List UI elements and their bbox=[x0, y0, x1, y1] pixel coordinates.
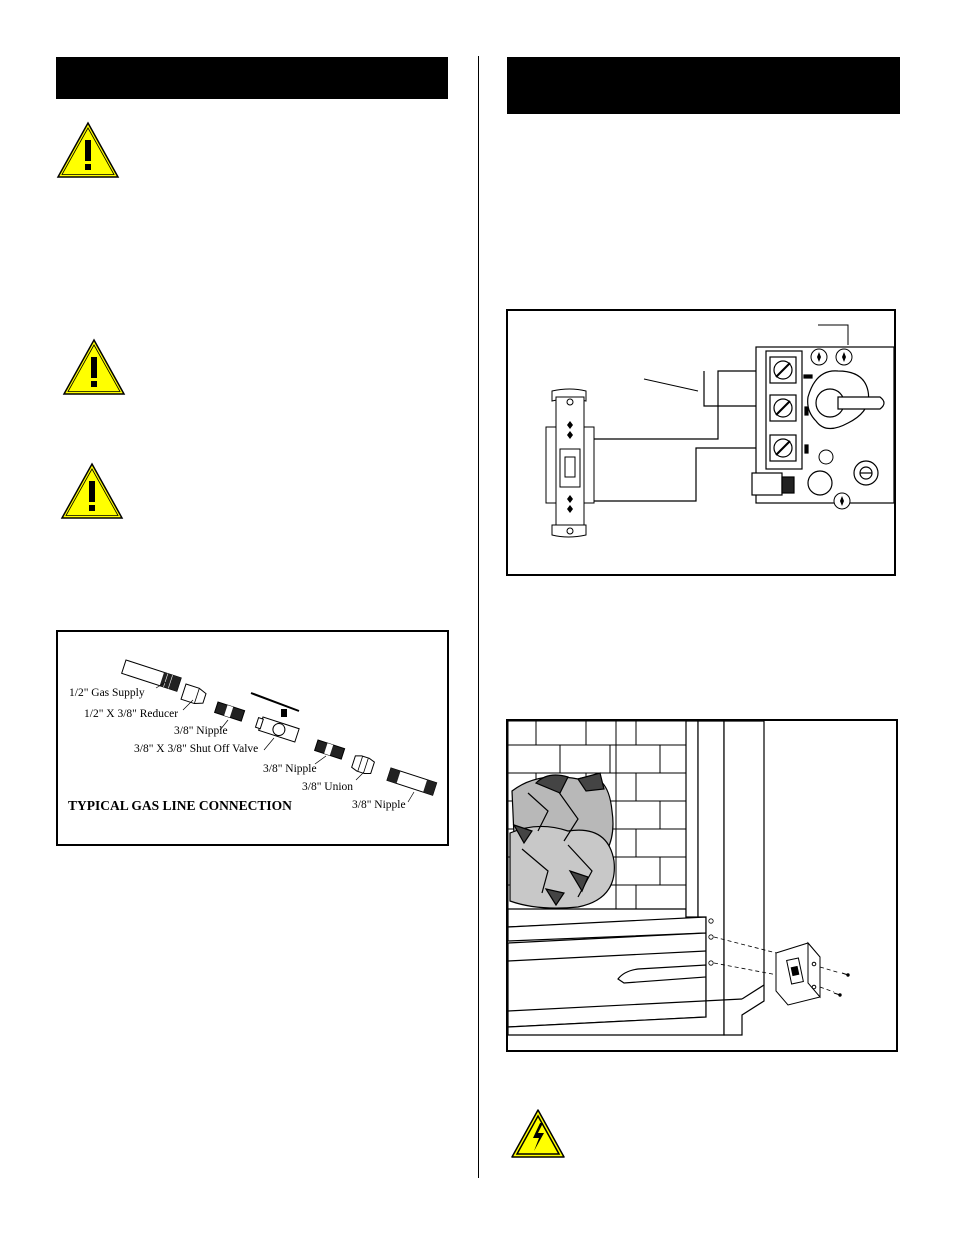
reducer-label: 1/2" X 3/8" Reducer bbox=[84, 708, 179, 720]
union-label: 3/8" Union bbox=[302, 781, 354, 793]
union-fitting bbox=[351, 755, 375, 775]
shutoff-valve bbox=[250, 692, 300, 743]
right-section-header-bar bbox=[507, 57, 900, 114]
gas-supply-pipe bbox=[121, 659, 182, 692]
wall-switch bbox=[545, 388, 595, 538]
fireplace-illustration bbox=[508, 721, 850, 1036]
warning-triangle-icon bbox=[62, 338, 126, 395]
screw-icon bbox=[566, 398, 574, 406]
warning-triangle-icon bbox=[56, 121, 120, 178]
shutoff-valve-label: 3/8" X 3/8" Shut Off Valve bbox=[134, 743, 259, 755]
nipple-label: 3/8" Nipple bbox=[174, 725, 228, 737]
fireplace-switch-figure bbox=[506, 719, 898, 1052]
column-divider bbox=[478, 56, 479, 1178]
gas-line-figure: 1/2" Gas Supply 1/2" X 3/8" Reducer 3/8"… bbox=[56, 630, 449, 846]
nipple-fitting bbox=[386, 767, 438, 796]
gas-supply-label: 1/2" Gas Supply bbox=[69, 687, 145, 699]
nipple-fitting bbox=[313, 739, 346, 760]
switch-mounting-plate bbox=[775, 941, 821, 1006]
wiring-diagram bbox=[545, 324, 894, 538]
electrical-hazard-icon bbox=[511, 1109, 565, 1158]
nipple-fitting bbox=[213, 701, 246, 722]
screw-icon bbox=[833, 972, 850, 997]
gas-logs bbox=[509, 772, 615, 909]
figure-caption: TYPICAL GAS LINE CONNECTION bbox=[68, 798, 292, 813]
fireplace-surround bbox=[508, 721, 765, 1036]
screw-icon bbox=[566, 527, 574, 535]
reducer-fitting bbox=[180, 683, 207, 705]
switch-wiring-figure bbox=[506, 309, 896, 576]
mounting-holes bbox=[708, 918, 714, 966]
gas-line-parts-illustration bbox=[121, 659, 438, 803]
nipple-label: 3/8" Nipple bbox=[352, 799, 406, 811]
gas-valve bbox=[751, 346, 894, 504]
left-section-header-bar bbox=[56, 57, 448, 99]
warning-triangle-icon bbox=[60, 462, 124, 519]
nipple-label: 3/8" Nipple bbox=[263, 763, 317, 775]
